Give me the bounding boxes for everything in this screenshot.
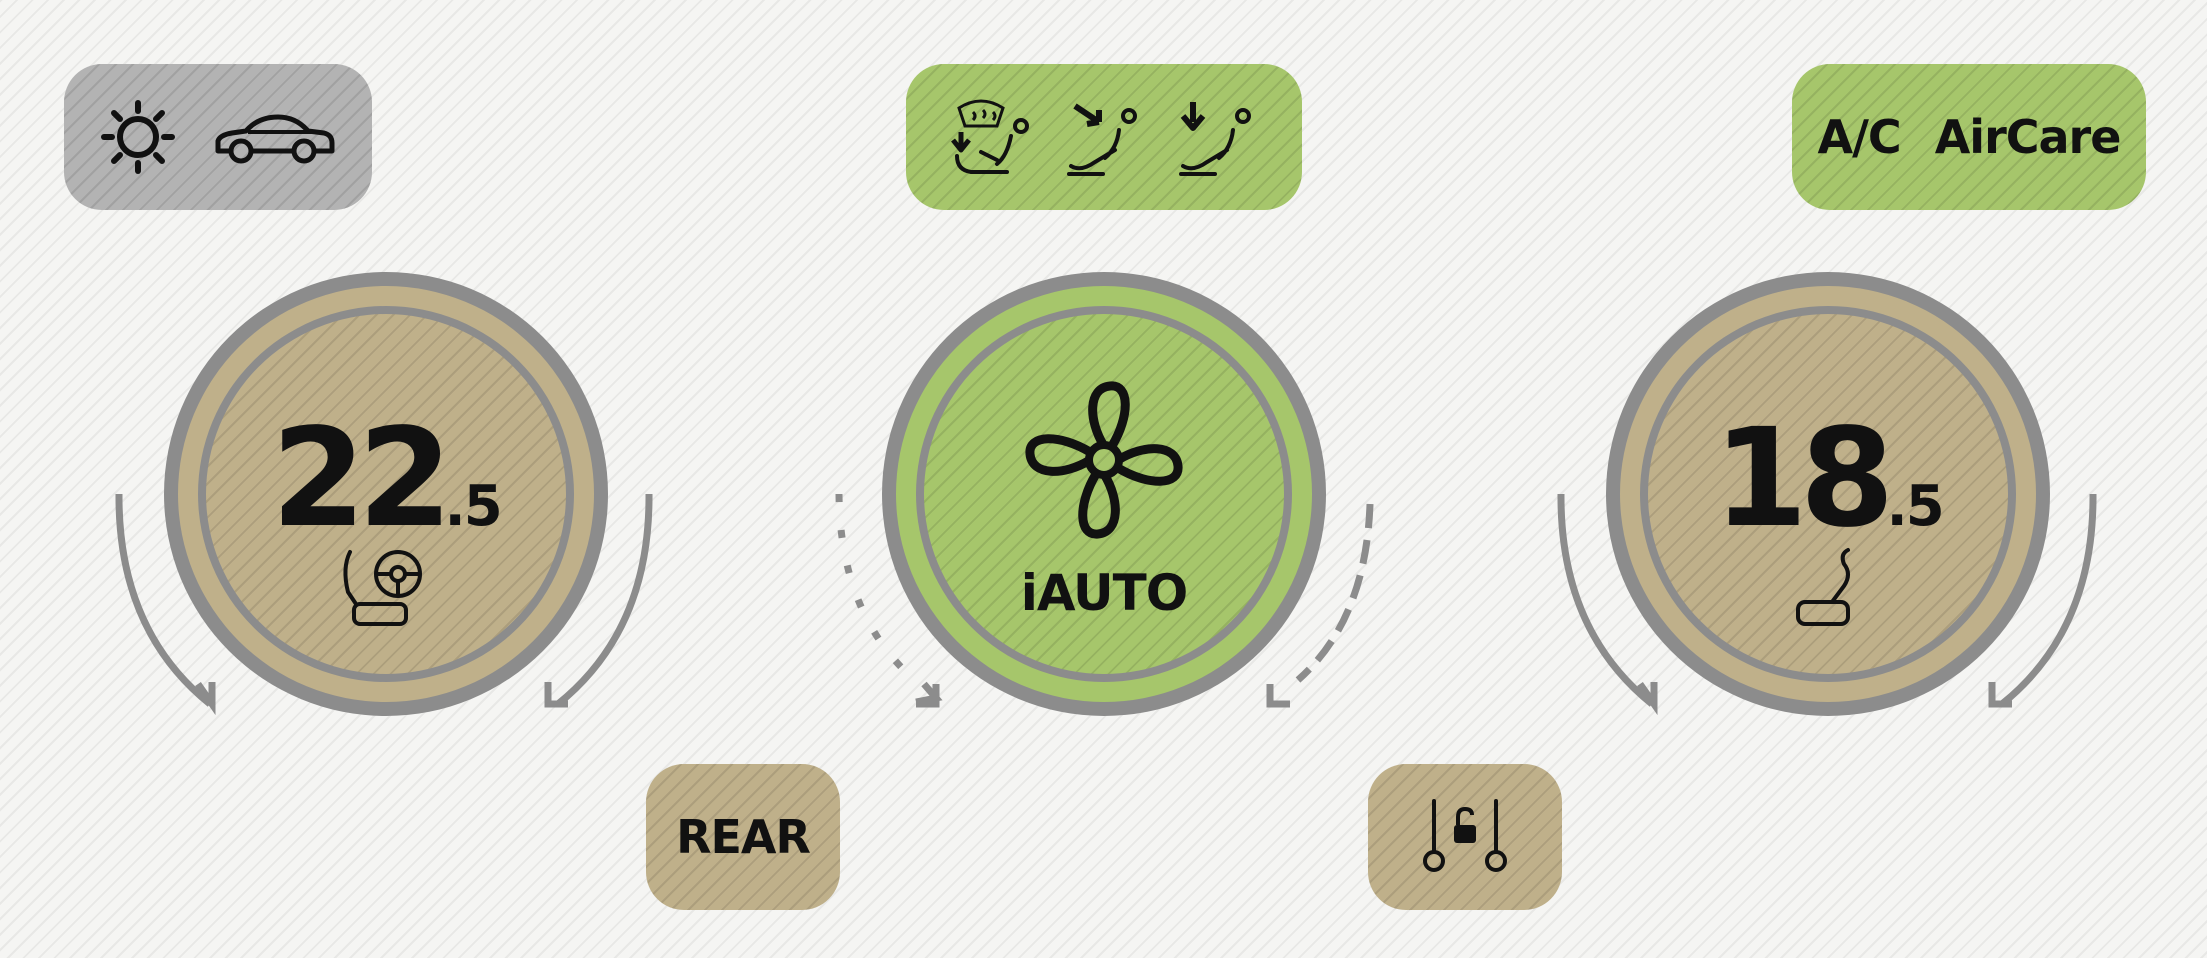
car-outline-icon [212,109,336,165]
driver-temp-dial[interactable]: 22.5 [164,272,608,716]
windshield-defrost-feet-icon[interactable] [947,92,1037,182]
rear-label: REAR [676,810,811,864]
face-vent-icon[interactable] [1059,92,1149,182]
feet-vent-icon[interactable] [1171,92,1261,182]
sync-button[interactable] [1368,764,1562,910]
climate-sun-car-button[interactable] [64,64,372,210]
ac-aircare-group: A/C AirCare [1792,64,2146,210]
airflow-mode-group [906,64,1302,210]
fan-icon [1024,380,1184,544]
rear-button[interactable]: REAR [646,764,840,910]
aircare-button[interactable]: AirCare [1934,110,2122,164]
passenger-temp-readout: 18.5 [1606,400,2050,558]
fan-dial[interactable]: iAUTO [882,272,1326,716]
fan-mode-label: iAUTO [1020,564,1189,622]
ac-button[interactable]: A/C [1817,110,1902,164]
driver-temp-decimal: .5 [444,474,503,539]
sun-icon [100,99,176,175]
driver-seat-steering-icon [336,548,436,638]
sync-unlock-icon [1420,797,1510,877]
passenger-temp-whole: 18 [1713,400,1894,558]
driver-temp-whole: 22 [271,400,452,558]
passenger-temp-decimal: .5 [1886,474,1945,539]
passenger-seat-icon [1792,544,1868,638]
driver-temp-readout: 22.5 [164,400,608,558]
passenger-temp-dial[interactable]: 18.5 [1606,272,2050,716]
